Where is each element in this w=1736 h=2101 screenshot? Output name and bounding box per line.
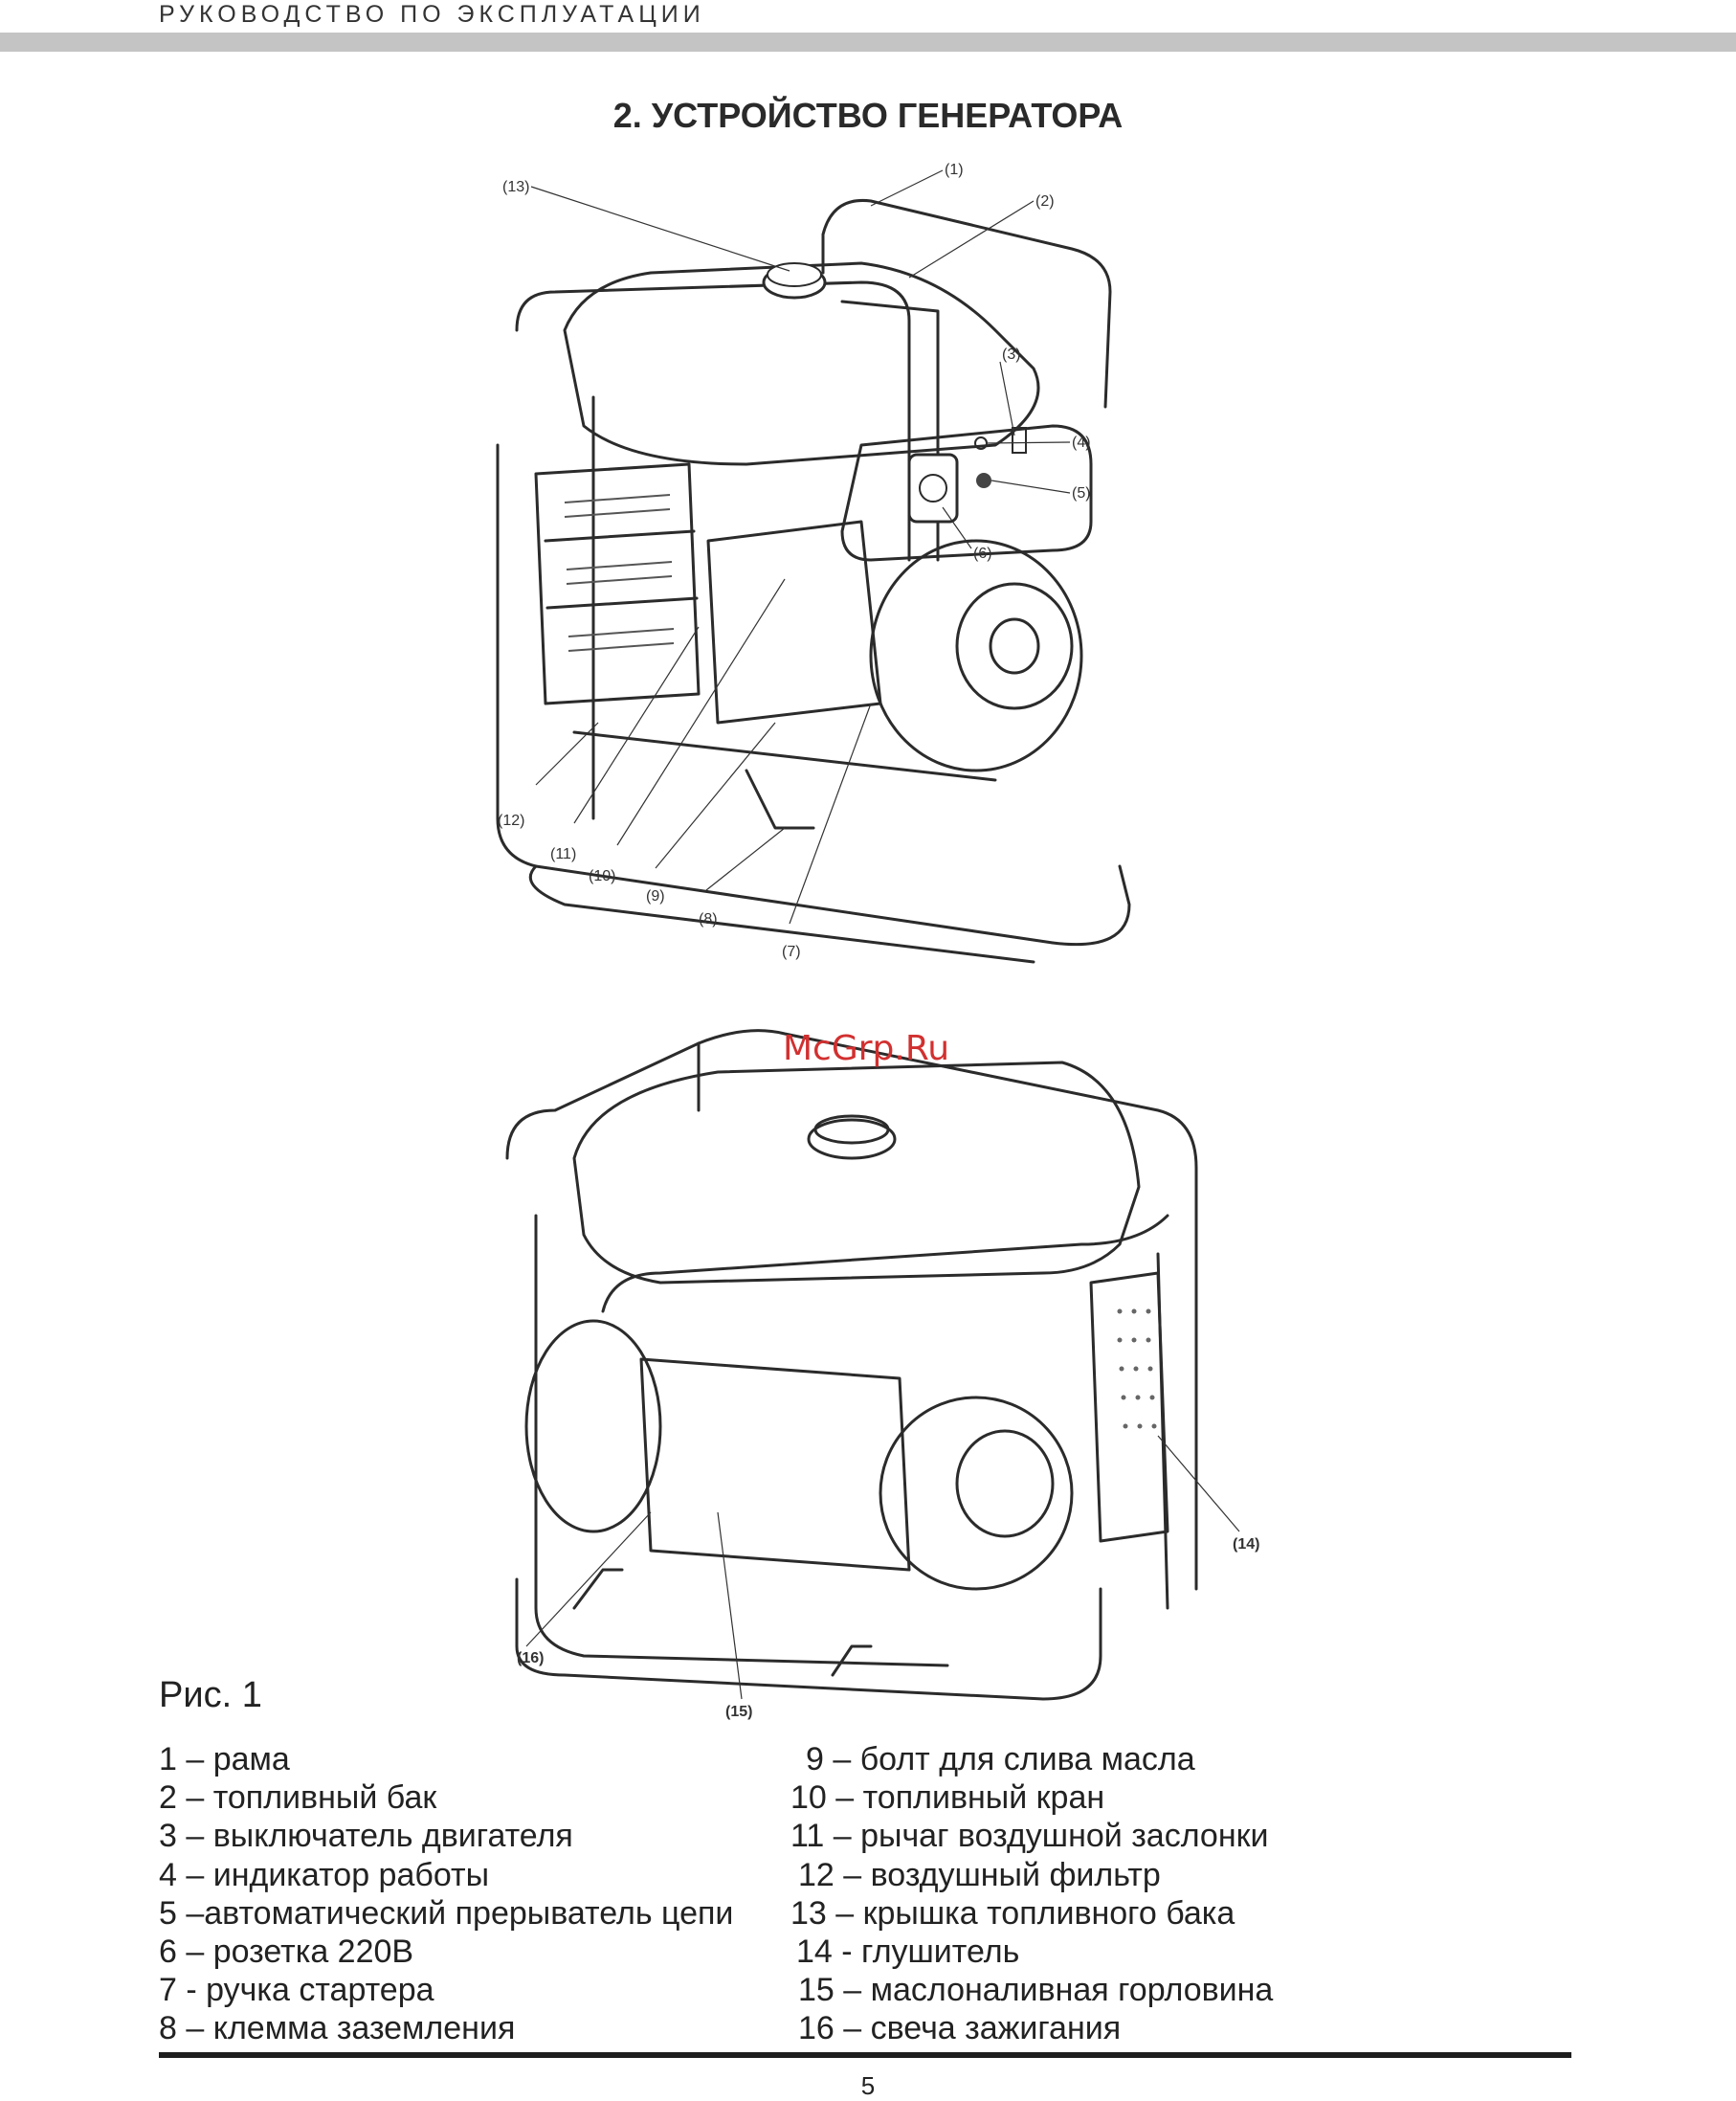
watermark: McGrp.Ru bbox=[783, 1029, 950, 1068]
header-bar bbox=[0, 33, 1736, 52]
legend-item: 8 – клемма заземления bbox=[159, 2010, 516, 2047]
callout-9: (9) bbox=[646, 888, 665, 905]
callout-13: (13) bbox=[502, 179, 529, 195]
legend-item: 2 – топливный бак bbox=[159, 1779, 437, 1817]
legend-item: 1 – рама bbox=[159, 1741, 290, 1777]
callout-14: (14) bbox=[1233, 1536, 1259, 1553]
section-title: 2. УСТРОЙСТВО ГЕНЕРАТОРА bbox=[612, 96, 1124, 135]
generator-rear-drawing: (14) (15) (16) bbox=[505, 1029, 1259, 1720]
callout-5: (5) bbox=[1072, 485, 1091, 502]
legend-item: 5 –автоматический прерыватель цепи bbox=[159, 1894, 734, 1932]
footer-rule bbox=[159, 2052, 1571, 2058]
callout-6: (6) bbox=[973, 546, 992, 562]
running-header: РУКОВОДСТВО ПО ЭКСПЛУАТАЦИИ bbox=[159, 1, 705, 28]
figure-caption: Рис. 1 bbox=[159, 1675, 262, 1715]
callout-7: (7) bbox=[782, 944, 801, 960]
callout-15: (15) bbox=[725, 1704, 752, 1720]
generator-front-drawing: (1) (2) (3) (4) (5) (6) (7) (8) (9) (10)… bbox=[496, 162, 1131, 964]
legend-item: 12 – воздушный фильтр bbox=[798, 1856, 1161, 1893]
legend-item: 4 – индикатор работы bbox=[159, 1856, 490, 1893]
callout-2: (2) bbox=[1035, 193, 1055, 210]
callout-3: (3) bbox=[1002, 346, 1021, 363]
callout-4: (4) bbox=[1072, 435, 1091, 451]
generator-rear-figure: (14) (15) (16) bbox=[469, 995, 1282, 1723]
callout-1: (1) bbox=[945, 162, 964, 178]
callout-8: (8) bbox=[699, 911, 718, 928]
callout-11: (11) bbox=[550, 846, 576, 862]
callout-16: (16) bbox=[517, 1650, 544, 1666]
legend-item: 7 - ручка стартера bbox=[159, 1972, 434, 2009]
legend-item: 9 – болт для слива масла bbox=[806, 1741, 1195, 1777]
legend-item: 13 – крышка топливного бака bbox=[790, 1894, 1235, 1932]
generator-front-figure: (1) (2) (3) (4) (5) (6) (7) (8) (9) (10)… bbox=[459, 158, 1168, 967]
legend-item: 11 – рычаг воздушной заслонки bbox=[790, 1818, 1269, 1855]
callout-10: (10) bbox=[589, 868, 615, 884]
page-number: 5 bbox=[860, 2071, 876, 2100]
legend-column-right: 9 – болт для слива масла 10 – топливный … bbox=[790, 1740, 1273, 2048]
parts-legend: 1 – рама 2 – топливный бак 3 – выключате… bbox=[159, 1740, 1594, 2085]
legend-item: 6 – розетка 220В bbox=[159, 1933, 414, 1971]
legend-item: 15 – маслоналивная горловина bbox=[798, 1972, 1274, 2009]
legend-column-left: 1 – рама 2 – топливный бак 3 – выключате… bbox=[159, 1740, 733, 2048]
callout-12: (12) bbox=[498, 813, 524, 829]
legend-item: 10 – топливный кран bbox=[790, 1779, 1105, 1817]
legend-item: 3 – выключатель двигателя bbox=[159, 1818, 573, 1855]
legend-item: 14 - глушитель bbox=[796, 1933, 1020, 1971]
legend-item: 16 – свеча зажигания bbox=[798, 2010, 1122, 2047]
